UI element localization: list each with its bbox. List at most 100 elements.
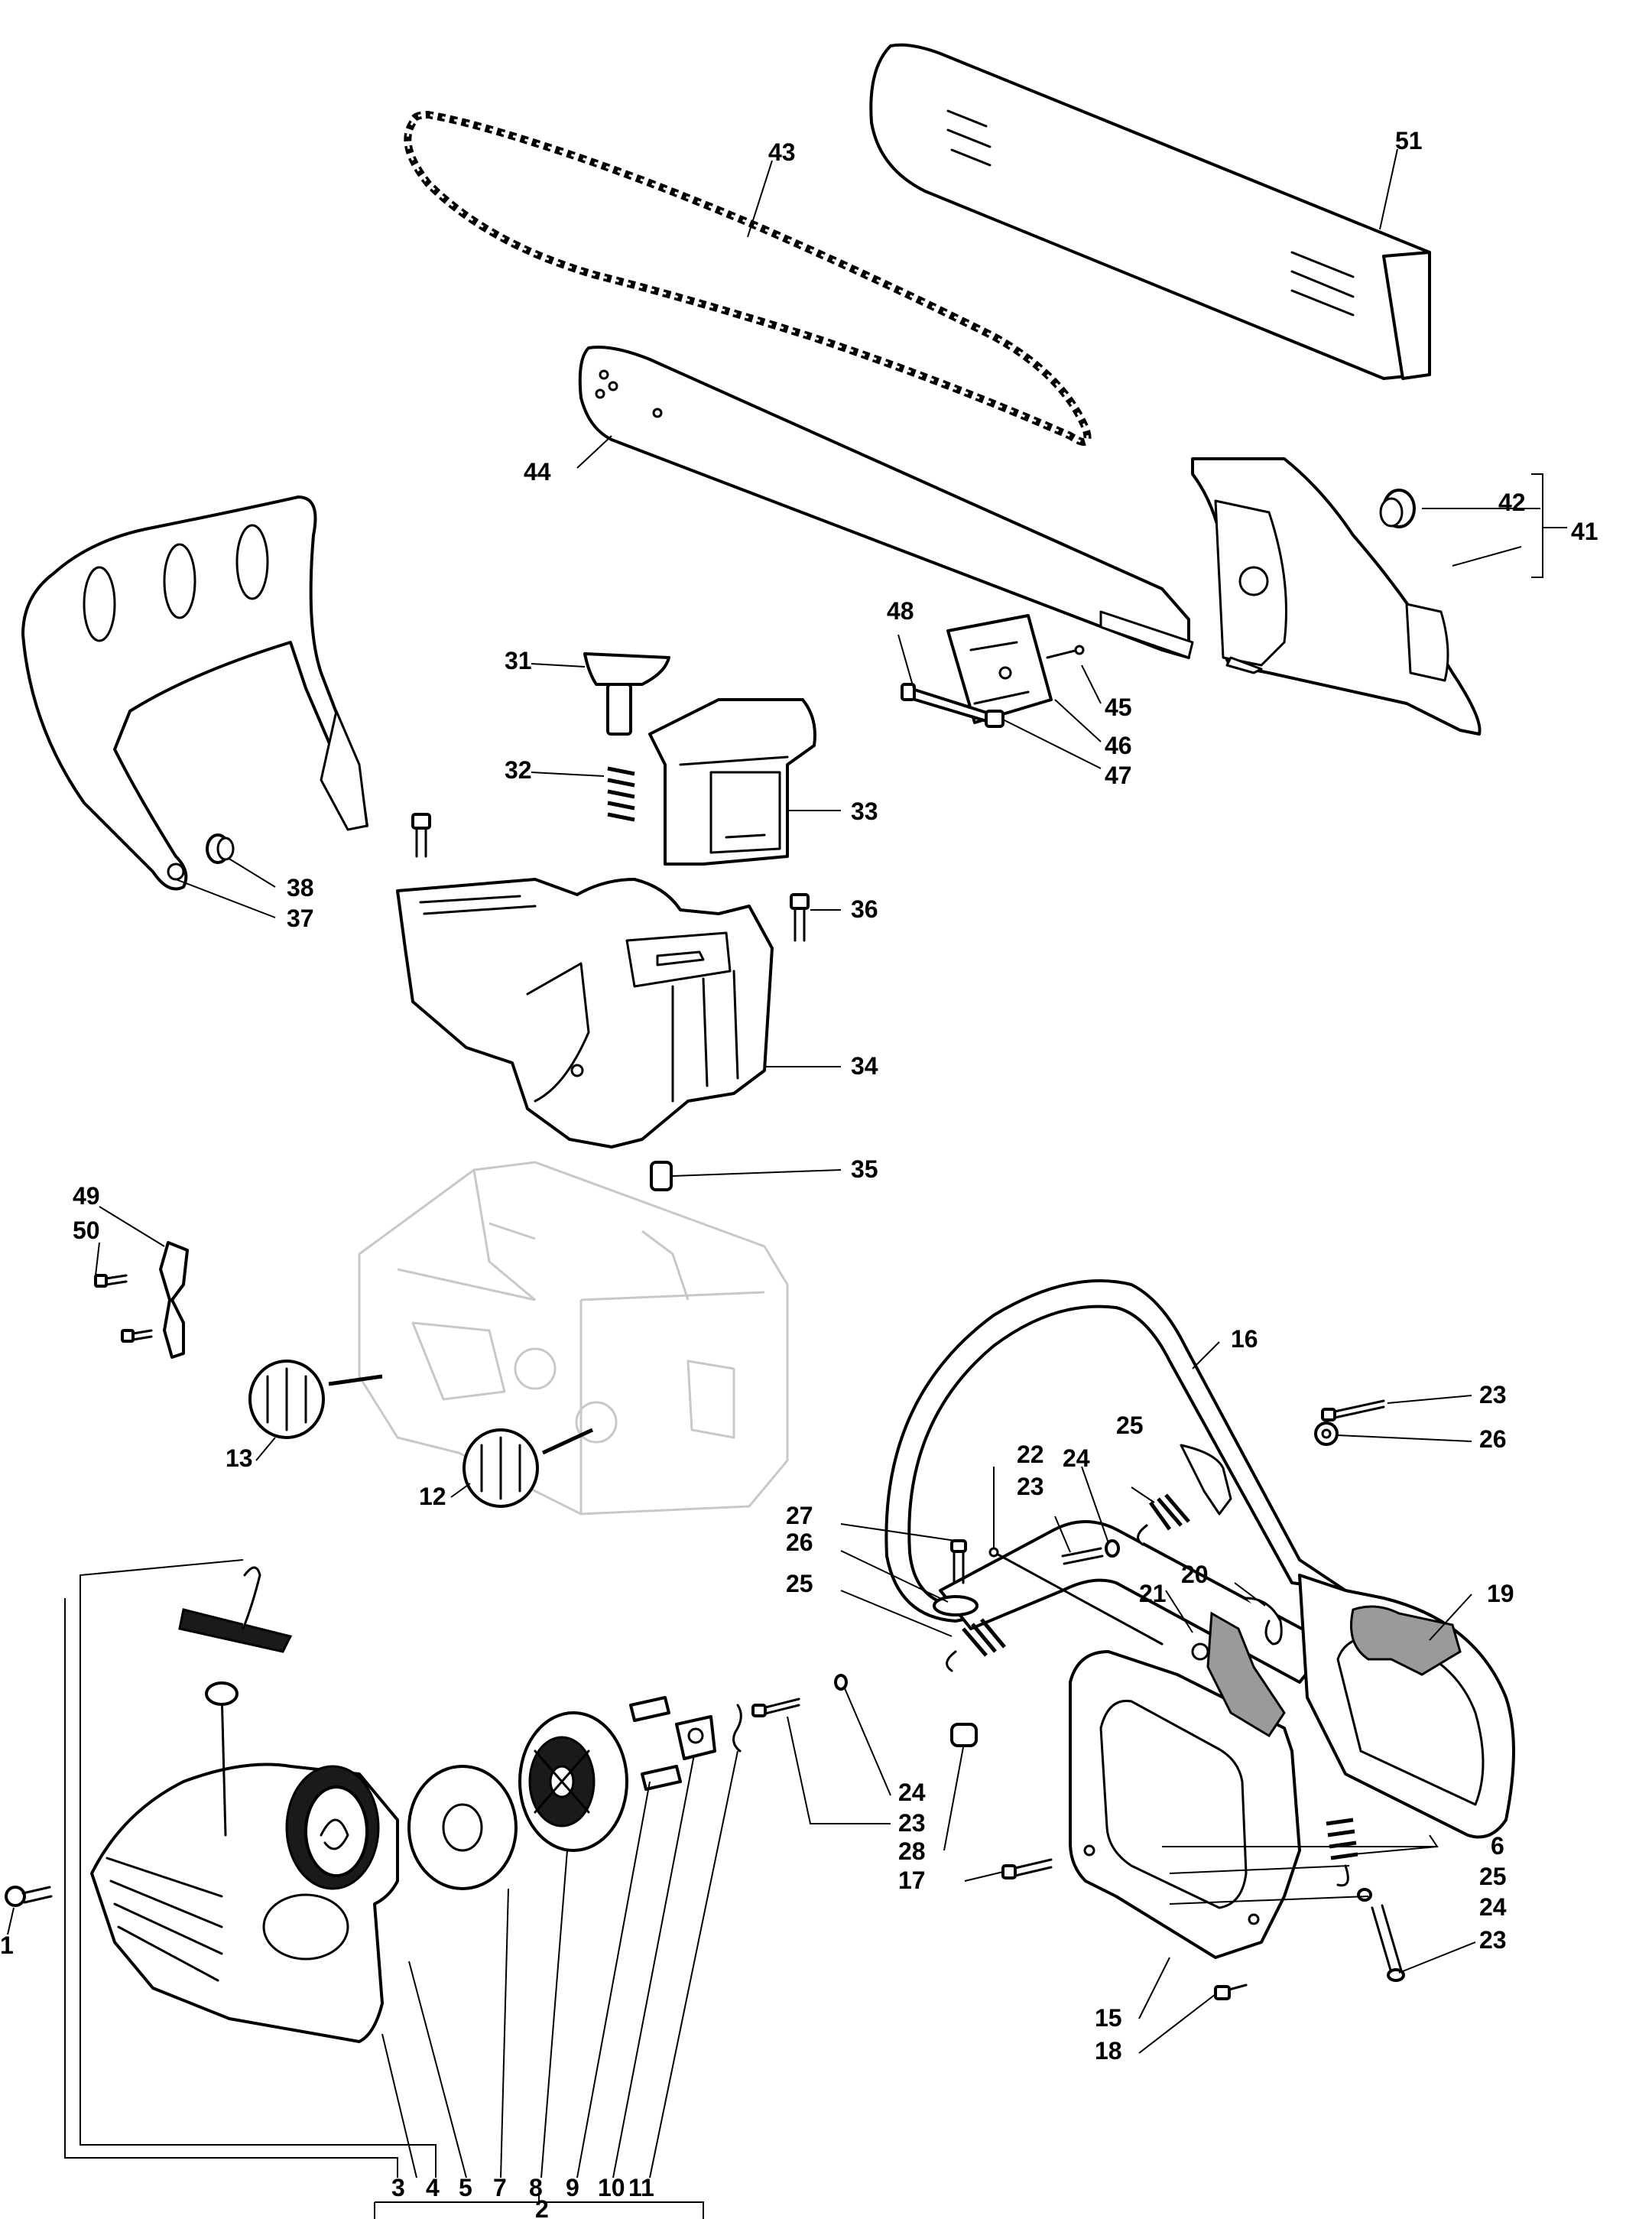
label-11: 11: [628, 2174, 654, 2201]
crankcase-ghost: [358, 1161, 789, 1516]
part-labels: 51 43 44 42 41 48 45 46 47 31 32 33 36 3…: [0, 127, 1598, 2219]
throttle-lockout: [1191, 1611, 1286, 1738]
label-25-right: 25: [1479, 1863, 1507, 1890]
spring-25-left: [946, 1618, 1006, 1672]
guide-bar: [578, 346, 1194, 659]
label-16: 16: [1231, 1325, 1258, 1353]
label-21: 21: [1139, 1580, 1167, 1607]
catcher-screw-upper: [94, 1274, 128, 1288]
label-45: 45: [1105, 694, 1132, 721]
pawl-carrier: [675, 1715, 716, 1760]
label-25-left: 25: [786, 1570, 813, 1597]
starter-handle: [178, 1566, 293, 1837]
front-handle: [21, 495, 368, 891]
label-15: 15: [1095, 2004, 1122, 2032]
label-4: 4: [426, 2174, 440, 2201]
starter-washer: [407, 1765, 518, 1890]
label-27: 27: [786, 1502, 813, 1529]
label-18: 18: [1095, 2037, 1122, 2065]
label-35: 35: [851, 1155, 878, 1183]
label-34: 34: [851, 1052, 878, 1080]
spring-25-right: [1326, 1818, 1358, 1887]
label-32: 32: [505, 756, 532, 784]
chain-catcher: [159, 1241, 189, 1359]
label-43: 43: [768, 138, 796, 166]
label-23-mid: 23: [1017, 1473, 1044, 1500]
cover-nut: [1379, 489, 1416, 528]
handle-bushing: [206, 833, 235, 864]
washer-26-left: [933, 1595, 979, 1616]
label-22: 22: [1017, 1441, 1044, 1468]
washer-24-upper: [1105, 1539, 1120, 1558]
label-44: 44: [524, 458, 551, 486]
label-20: 20: [1181, 1561, 1209, 1588]
screw-23-right-bottom: [1371, 1904, 1405, 1982]
catcher-screw-lower: [121, 1329, 153, 1343]
washer-26-right: [1314, 1421, 1339, 1446]
recoil-spring-cassette: [285, 1765, 380, 1890]
cover-screw-top: [411, 813, 431, 858]
cover-screw-36: [790, 893, 810, 942]
label-42: 42: [1498, 489, 1526, 516]
label-37: 37: [287, 905, 314, 932]
label-12: 12: [419, 1483, 446, 1510]
label-26-right: 26: [1479, 1425, 1507, 1453]
cover-sleeve: [650, 1161, 673, 1191]
label-24-left: 24: [898, 1779, 926, 1806]
lockout-spring: [1245, 1597, 1283, 1646]
screw-23-upper: [1061, 1547, 1104, 1565]
air-filter: [648, 698, 816, 866]
label-19: 19: [1487, 1580, 1514, 1607]
label-49: 49: [73, 1182, 100, 1210]
label-46: 46: [1105, 732, 1132, 759]
screw-23-right-top: [1321, 1399, 1385, 1421]
label-3: 3: [391, 2174, 405, 2201]
screw-18: [1214, 1983, 1248, 2000]
washer-24-left: [834, 1674, 848, 1691]
label-51: 51: [1395, 127, 1423, 154]
filter-knob: [583, 652, 670, 736]
label-48: 48: [887, 597, 914, 625]
label-10: 10: [598, 2174, 625, 2201]
bar-plate: [946, 614, 1053, 724]
label-33: 33: [851, 798, 878, 825]
label-5: 5: [459, 2174, 472, 2201]
leader-lines: [7, 148, 1567, 2219]
throttle-trigger: [1350, 1605, 1462, 1676]
label-8: 8: [529, 2174, 543, 2201]
label-24-right: 24: [1479, 1893, 1507, 1921]
label-41: 41: [1571, 518, 1598, 545]
label-2: 2: [535, 2195, 549, 2219]
saw-chain: [404, 110, 1092, 446]
retaining-clip: [732, 1704, 742, 1753]
damper-12: [462, 1428, 594, 1508]
screw-23-left: [751, 1698, 800, 1717]
screw-27: [950, 1539, 967, 1584]
label-6: 6: [1491, 1832, 1504, 1860]
label-47: 47: [1105, 762, 1132, 789]
label-17: 17: [898, 1866, 926, 1894]
label-50: 50: [73, 1217, 100, 1244]
bushing-28: [950, 1723, 978, 1747]
label-38: 38: [287, 874, 314, 902]
label-23-left: 23: [898, 1809, 926, 1837]
label-23-bottom-right: 23: [1479, 1926, 1507, 1954]
starter-pulley: [518, 1711, 628, 1852]
starter-pawl-upper: [629, 1696, 670, 1722]
bar-plate-screw: [1046, 645, 1085, 659]
label-7: 7: [493, 2174, 507, 2201]
label-9: 9: [566, 2174, 579, 2201]
starter-pawl-lower: [641, 1765, 682, 1791]
label-25-mid: 25: [1116, 1412, 1144, 1439]
bar-scabbard: [869, 43, 1431, 380]
sprocket-cover: [1191, 457, 1482, 736]
top-cover: [396, 878, 774, 1148]
tensioner-screw: [901, 683, 1005, 728]
label-13: 13: [226, 1444, 253, 1472]
label-1: 1: [0, 1931, 14, 1959]
label-28: 28: [898, 1837, 926, 1865]
label-31: 31: [505, 647, 532, 674]
screw-17: [1001, 1858, 1053, 1879]
damper-13: [248, 1360, 383, 1439]
